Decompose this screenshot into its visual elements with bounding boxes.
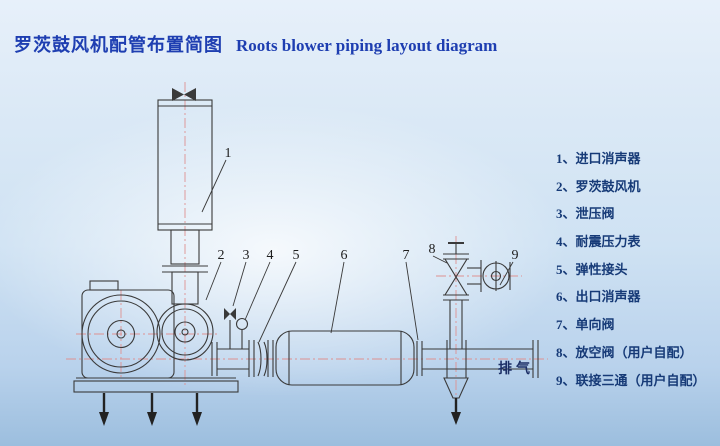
inlet-silencer bbox=[157, 88, 213, 305]
page-title: 罗茨鼓风机配管布置简图 Roots blower piping layout d… bbox=[14, 31, 497, 57]
legend-item-3: 3、泄压阀 bbox=[556, 206, 615, 222]
silencer-top-valve-icon bbox=[172, 88, 196, 101]
drain-funnel bbox=[443, 377, 469, 425]
callout-4: 4 bbox=[267, 248, 274, 263]
callout-8: 8 bbox=[429, 242, 436, 257]
pressure-gauge-icon bbox=[235, 317, 249, 331]
exhaust-pipe bbox=[422, 340, 539, 378]
legend: 1、进口消声器 2、罗茨鼓风机 3、泄压阀 4、耐震压力表 5、弹性接头 6、出… bbox=[556, 145, 706, 394]
callout-5: 5 bbox=[293, 248, 300, 263]
vent-valve-icon bbox=[444, 275, 468, 296]
title-chinese: 罗茨鼓风机配管布置简图 bbox=[14, 35, 223, 55]
legend-item-6: 6、出口消声器 bbox=[556, 289, 641, 305]
callout-leaders bbox=[201, 159, 514, 343]
exhaust-label: 排气 bbox=[498, 360, 534, 377]
legend-item-2: 2、罗茨鼓风机 bbox=[556, 178, 641, 194]
relief-valve-icon bbox=[224, 308, 236, 320]
legend-item-1: 1、进口消声器 bbox=[556, 151, 641, 166]
title-english: Roots blower piping layout diagram bbox=[236, 36, 498, 55]
callout-numbers: 1 2 3 4 5 6 7 8 9 bbox=[218, 146, 519, 263]
legend-item-5: 5、弹性接头 bbox=[556, 261, 628, 277]
callout-2: 2 bbox=[218, 248, 225, 263]
check-valve bbox=[416, 341, 423, 376]
legend-item-8: 8、放空阀（用户自配） bbox=[556, 344, 693, 360]
legend-item-7: 7、单向阀 bbox=[556, 317, 615, 333]
callout-3: 3 bbox=[243, 248, 250, 263]
callout-6: 6 bbox=[341, 248, 348, 263]
callout-9: 9 bbox=[512, 248, 519, 263]
callout-1: 1 bbox=[225, 146, 232, 161]
roots-blower bbox=[81, 280, 214, 379]
vent-valve-tee-assembly bbox=[443, 242, 511, 378]
centerlines bbox=[66, 82, 548, 424]
callout-7: 7 bbox=[403, 248, 410, 263]
blower-base bbox=[73, 377, 239, 393]
legend-item-4: 4、耐震压力表 bbox=[556, 234, 641, 250]
discharge-fittings bbox=[211, 308, 274, 377]
anchor-arrows-icon bbox=[99, 393, 202, 426]
outlet-silencer bbox=[275, 330, 415, 386]
legend-item-9: 9、联接三通（用户自配） bbox=[556, 372, 706, 388]
